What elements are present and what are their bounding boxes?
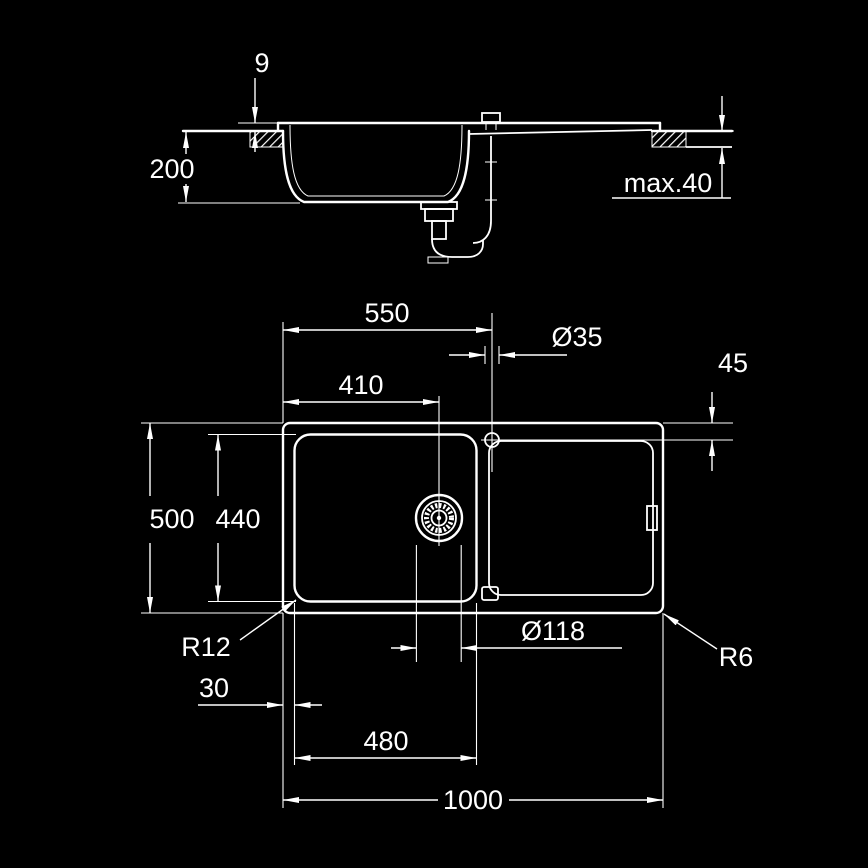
- dim-label-dia118: Ø118: [521, 616, 585, 646]
- dim-tap-from-top: 45: [499, 348, 748, 471]
- dim-label-9: 9: [254, 48, 269, 78]
- sink-cross-section: [276, 121, 662, 204]
- bowl-outline: [293, 433, 478, 603]
- dim-label-dia35: Ø35: [551, 322, 602, 352]
- dim-counter-thickness: max.40: [612, 96, 734, 199]
- deck-fitting: [481, 112, 501, 123]
- dim-drain-from-left: 410: [283, 370, 440, 546]
- callout-outer-radius: R6: [663, 613, 754, 672]
- drain-knurl-ring: [424, 503, 454, 533]
- dim-label-1000: 1000: [443, 785, 503, 815]
- dim-bowl-depth: 200: [149, 132, 300, 204]
- countertop-hatch-right: [651, 130, 687, 148]
- dim-label-max40: max.40: [624, 168, 713, 198]
- dim-label-30: 30: [199, 673, 229, 703]
- section-view: 9 200 max.40: [149, 48, 734, 264]
- dim-drain-diameter: Ø118: [391, 545, 622, 662]
- drainboard-edge-notch: [646, 505, 658, 531]
- dim-label-480: 480: [363, 726, 408, 756]
- sink-outline: [281, 421, 665, 615]
- dim-label-45: 45: [718, 348, 748, 378]
- dim-label-500: 500: [149, 504, 194, 534]
- dim-overall-depth: 500: [141, 422, 283, 614]
- dim-bowl-offset-left: 30: [198, 603, 322, 765]
- tap-hole: [481, 313, 503, 472]
- countertop-cut: [181, 129, 734, 148]
- callout-bowl-radius: R12: [181, 599, 297, 662]
- plan-view: 550 Ø35 45 410: [141, 298, 753, 815]
- drainboard-outline: [488, 440, 654, 596]
- dim-label-200: 200: [149, 154, 194, 184]
- dim-tap-from-left: 550: [282, 298, 492, 423]
- drain-trap-assembly: [420, 112, 501, 264]
- dim-overall-width: 1000: [282, 613, 664, 815]
- dim-label-r6: R6: [719, 642, 754, 672]
- dim-bowl-inner-width: 480: [294, 603, 478, 765]
- dim-tap-hole-diameter: Ø35: [449, 322, 603, 364]
- dim-label-550: 550: [364, 298, 409, 328]
- dim-label-r12: R12: [181, 632, 231, 662]
- dim-label-410: 410: [338, 370, 383, 400]
- dim-rim-height: 9: [238, 48, 278, 152]
- dim-label-440: 440: [215, 504, 260, 534]
- overflow-slot: [481, 586, 499, 601]
